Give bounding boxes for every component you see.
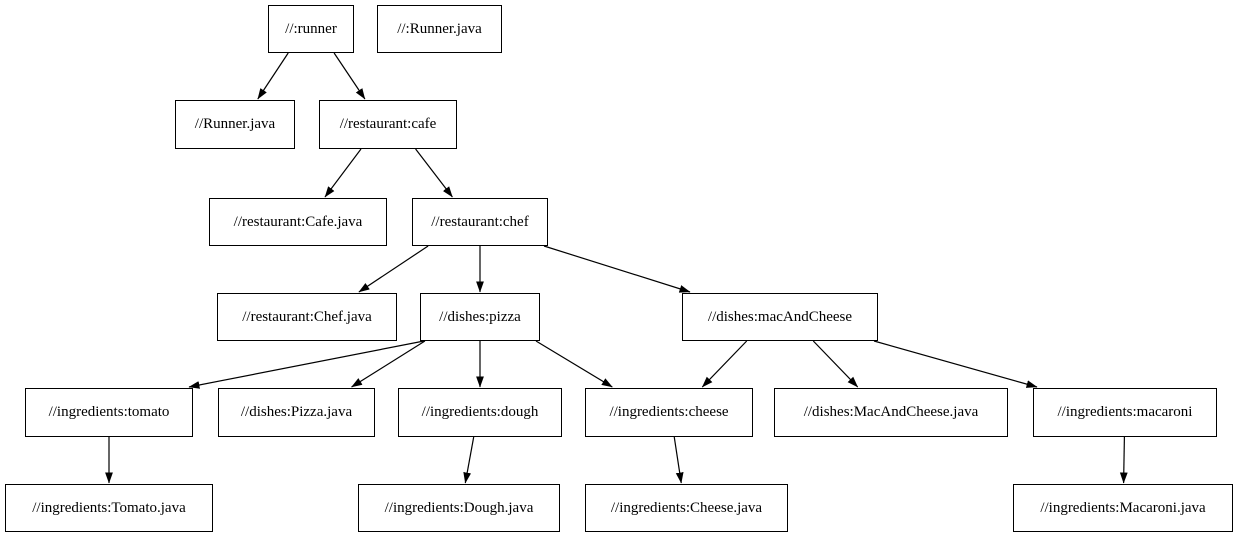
graph-node-mac-and-cheese: //dishes:macAndCheese [682, 293, 878, 341]
graph-node-root-runner-java: //:Runner.java [377, 5, 502, 53]
edge-pizza-to-pizza-java [351, 340, 426, 388]
graph-node-pizza: //dishes:pizza [420, 293, 540, 341]
edge-group [105, 52, 1128, 484]
edge-pizza-to-cheese [535, 340, 613, 388]
edge-cafe-to-chef [415, 148, 453, 198]
edge-mac-and-cheese-to-mac-and-cheese-java [812, 340, 859, 388]
graph-node-macaroni: //ingredients:macaroni [1033, 388, 1217, 437]
graph-node-cafe: //restaurant:cafe [319, 100, 457, 149]
graph-node-runner: //:runner [268, 5, 354, 53]
graph-node-tomato: //ingredients:tomato [25, 388, 193, 437]
edge-chef-to-chef-java [358, 245, 429, 293]
edge-cheese-to-cheese-java [673, 436, 684, 484]
edge-mac-and-cheese-to-macaroni [873, 340, 1038, 388]
graph-node-dough: //ingredients:dough [398, 388, 562, 437]
edge-runner-to-cafe [333, 52, 366, 100]
graph-node-cheese: //ingredients:cheese [585, 388, 753, 437]
graph-node-cafe-java: //restaurant:Cafe.java [209, 198, 387, 246]
edge-runner-to-runner-java [257, 52, 289, 100]
graph-node-cheese-java: //ingredients:Cheese.java [585, 484, 788, 532]
edge-pizza-to-tomato [188, 340, 425, 389]
graph-node-mac-and-cheese-java: //dishes:MacAndCheese.java [774, 388, 1008, 437]
graph-node-runner-java: //Runner.java [175, 100, 295, 149]
graph-node-chef-java: //restaurant:Chef.java [217, 293, 397, 341]
graph-node-chef: //restaurant:chef [412, 198, 548, 246]
graph-node-dough-java: //ingredients:Dough.java [358, 484, 560, 532]
edge-cafe-to-cafe-java [324, 148, 362, 198]
edge-chef-to-mac-and-cheese [543, 245, 691, 293]
edge-mac-and-cheese-to-cheese [701, 340, 748, 388]
graph-node-macaroni-java: //ingredients:Macaroni.java [1013, 484, 1233, 532]
graph-node-tomato-java: //ingredients:Tomato.java [5, 484, 213, 532]
edge-dough-to-dough-java [463, 436, 475, 484]
edge-macaroni-to-macaroni-java [1119, 436, 1128, 484]
graph-node-pizza-java: //dishes:Pizza.java [218, 388, 375, 437]
